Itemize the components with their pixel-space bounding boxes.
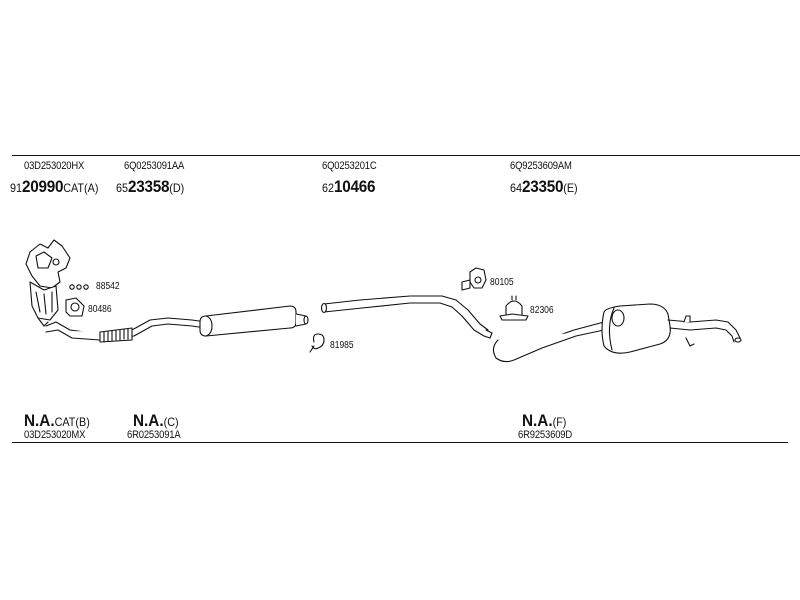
small-part-label-clamp[interactable]: 88542 xyxy=(96,281,120,292)
front-silencer[interactable] xyxy=(199,305,309,337)
ref-bold: 23358 xyxy=(128,177,170,196)
ref-number-catalyst[interactable]: 9120990CAT(A) xyxy=(10,178,98,195)
bottom-part-code-front-pipe[interactable]: 6R0253091A xyxy=(127,429,181,441)
ref-prefix: 64 xyxy=(510,181,523,195)
rear-silencer-assembly[interactable] xyxy=(492,303,742,363)
ref-prefix: 91 xyxy=(10,181,23,195)
na-bold: N.A. xyxy=(522,411,553,430)
ref-number-rear-silencer[interactable]: 6423350(E) xyxy=(510,178,578,195)
clamp-88542[interactable] xyxy=(69,284,89,290)
ref-bold: 23350 xyxy=(522,177,564,196)
bottom-part-code-rear-silencer[interactable]: 6R9253609D xyxy=(518,429,573,441)
na-suffix: (F) xyxy=(552,415,567,429)
na-suffix: CAT(B) xyxy=(54,415,90,429)
small-part-label-gasket[interactable]: 80486 xyxy=(88,304,112,315)
u-clamp-82306[interactable] xyxy=(499,295,529,321)
part-code-front-pipe[interactable]: 6Q0253091AA xyxy=(124,160,185,172)
na-bold: N.A. xyxy=(133,411,164,430)
bottom-divider-line xyxy=(12,442,788,443)
catalytic-converter[interactable] xyxy=(25,239,71,327)
ref-suffix: CAT(A) xyxy=(63,181,99,195)
na-bold: N.A. xyxy=(24,411,55,430)
ref-bold: 20990 xyxy=(22,177,64,196)
middle-pipe[interactable] xyxy=(320,295,493,339)
front-pipe[interactable] xyxy=(45,317,207,343)
hanger-80105[interactable] xyxy=(461,267,487,291)
part-code-middle-pipe[interactable]: 6Q0253201C xyxy=(322,160,377,172)
ref-suffix: (E) xyxy=(563,181,578,195)
na-label-rear-silencer[interactable]: N.A.(F) xyxy=(522,412,566,429)
rubber-ring-81985[interactable] xyxy=(309,333,325,353)
ref-suffix: (D) xyxy=(169,181,185,195)
small-part-label-ring[interactable]: 81985 xyxy=(330,340,354,351)
small-part-label-hanger[interactable]: 80105 xyxy=(490,277,514,288)
bottom-part-code-catalyst[interactable]: 03D253020MX xyxy=(24,429,86,441)
na-suffix: (C) xyxy=(163,415,179,429)
ref-prefix: 65 xyxy=(116,181,129,195)
ref-number-middle-pipe[interactable]: 6210466 xyxy=(322,178,375,195)
top-divider-line xyxy=(12,155,800,156)
na-label-front-pipe[interactable]: N.A.(C) xyxy=(133,412,179,429)
ref-prefix: 62 xyxy=(322,181,335,195)
ref-bold: 10466 xyxy=(334,177,376,196)
part-code-rear-silencer[interactable]: 6Q9253609AM xyxy=(510,160,572,172)
small-part-label-u-clamp[interactable]: 82306 xyxy=(530,305,554,316)
na-label-catalyst[interactable]: N.A.CAT(B) xyxy=(24,412,90,429)
gasket-80486[interactable] xyxy=(65,297,85,317)
ref-number-front-pipe[interactable]: 6523358(D) xyxy=(116,178,184,195)
part-code-catalyst[interactable]: 03D253020HX xyxy=(24,160,85,172)
